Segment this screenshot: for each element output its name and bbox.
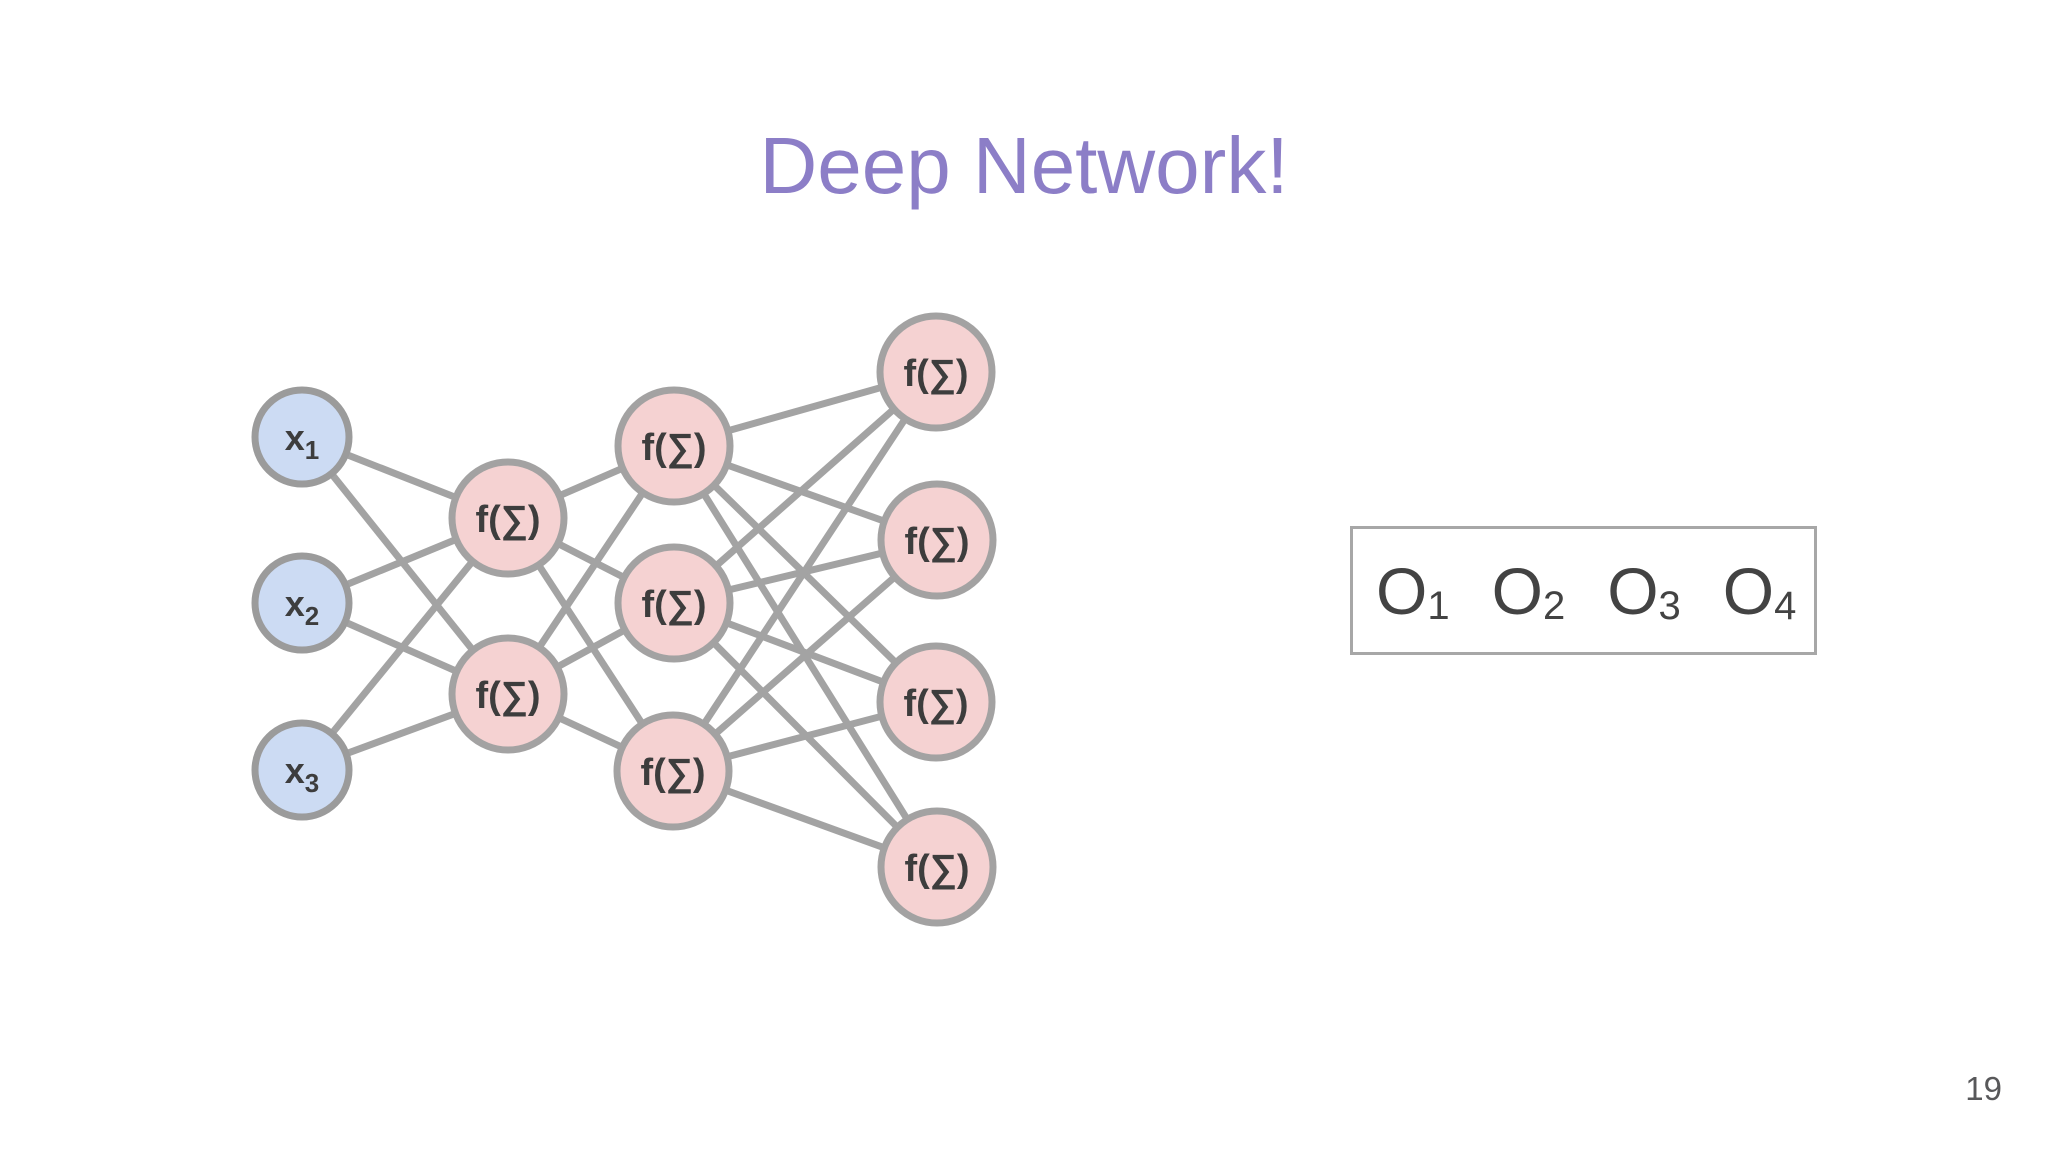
output-node-1 [876,312,996,432]
output-label-o3: O3 [1607,553,1681,629]
hidden-2-node-3 [613,711,733,831]
hidden-1-node-label: f(∑) [475,499,540,541]
output-label-subscript: 2 [1542,583,1566,628]
output-node-label: f(∑) [904,848,969,890]
node-label-subscript: 1 [305,435,319,465]
output-node-label: f(∑) [903,353,968,395]
hidden-2-node-label: f(∑) [641,584,706,626]
output-box: O1 O2 O3 O4 [1350,526,1817,655]
hidden-1-node-label: f(∑) [475,675,540,717]
output-label-letter: O [1376,553,1428,628]
input-node-1 [251,386,353,488]
node-label-subscript: 3 [305,768,319,798]
output-label-o1: O1 [1376,553,1450,629]
output-label-letter: O [1491,553,1543,628]
output-node-4 [877,807,997,927]
output-node-label: f(∑) [904,521,969,563]
output-label-o2: O2 [1492,553,1566,629]
output-node-2 [877,480,997,600]
output-label-subscript: 3 [1658,583,1681,628]
hidden-2-node-label: f(∑) [640,752,705,794]
edge [670,370,939,773]
output-label-subscript: 4 [1774,583,1797,628]
output-label-letter: O [1607,553,1659,628]
output-node-label: f(∑) [903,683,968,725]
output-node-3 [876,642,996,762]
output-label-subscript: 1 [1427,583,1450,628]
input-node-3 [251,719,353,821]
output-label-letter: O [1722,553,1775,628]
hidden-1-node-1 [448,458,568,578]
hidden-2-node-1 [614,386,734,506]
output-label-o4: O4 [1723,553,1797,629]
page-number: 19 [1965,1070,2002,1107]
hidden-1-node-2 [448,634,568,754]
node-label-subscript: 2 [305,601,319,631]
slide-title: Deep Network! [759,121,1289,210]
hidden-2-node-label: f(∑) [641,427,706,469]
input-node-2 [251,552,353,654]
hidden-2-node-2 [614,543,734,663]
